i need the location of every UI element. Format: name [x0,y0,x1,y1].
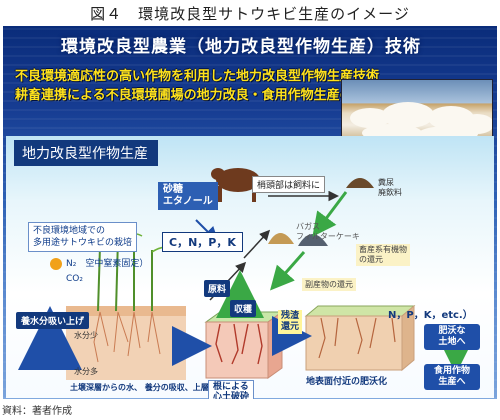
main-title: 環境改良型農業（地力改良型作物生産）技術 [61,37,421,57]
crop-production-panel: 地力改良型作物生産 [6,136,494,399]
cow-icon [211,168,260,202]
label-fertile-land: 肥沃な 土地へ [424,324,480,350]
arrow-byproduct [270,251,306,291]
soil-cube [204,311,284,379]
roots-left [93,311,161,363]
label-nitrogen-fixation: N₂ 空中窒素固定） [66,259,149,269]
label-water-uptake: 養水分吸い上げ [16,312,90,329]
inner-title: 地力改良型作物生産 [14,140,158,166]
label-cnpk: C，N，P，K [162,232,243,252]
label-residue-return: 残渣 還元 [278,310,303,334]
label-water-high: 水分多 [74,367,98,376]
label-co2: CO₂ [66,274,83,284]
figure-title: 図４ 環境改良型サトウキビ生産のイメージ [90,5,410,23]
label-subsoil: 土壌深層からの水、 養分の吸収、上層部へ [70,383,225,392]
label-raw-material: 原料 [204,280,231,297]
label-byproduct-return: 副産物の還元 [302,278,356,291]
diagram-panel: 環境改良型農業（地力改良型作物生産）技術 不良環境適応性の高い作物を利用した地力… [3,26,497,399]
label-root-break: 根による 心土破砕 [208,380,255,399]
label-surface-fert: 地表面付近の肥沃化 [306,377,388,387]
label-harvest: 収穫 [230,300,257,317]
label-nutrients: N，P，K，etc.） [388,310,473,321]
banner-line-1: 不良環境適応性の高い作物を利用した地力改良型作物生産技術 [15,69,380,84]
filtercake-pile-icon [298,234,328,246]
manure-pile-icon [346,178,374,188]
sugarcane-field-photo [341,79,493,141]
source-note: 資料：著者作成 [2,406,72,417]
label-water-low: 水分少 [74,331,98,340]
bagasse-pile-icon [268,233,294,244]
label-cattle-feed: 梢頭部は飼料に [252,176,326,193]
banner-line-2: 耕畜連携による不良環境圃場の地力改良・食用作物生産の実現 [15,88,379,103]
soil-surface-block [304,304,416,372]
arrow-to-bagasse [243,229,271,259]
arrow-livestock [312,191,348,237]
label-variety-desc: 不良環境地域での 多用途サトウキビの栽培 [28,222,138,252]
label-manure: 糞尿 廃飲料 [378,178,402,197]
label-bagasse: バガス フィルターケーキ [296,222,360,241]
label-livestock-return: 畜産系有機物 の還元 [356,244,410,266]
sun-icon [50,258,62,270]
label-food-crop: 食用作物 生産へ [424,364,480,390]
label-sugar-ethanol: 砂糖 エタノール [158,182,218,210]
